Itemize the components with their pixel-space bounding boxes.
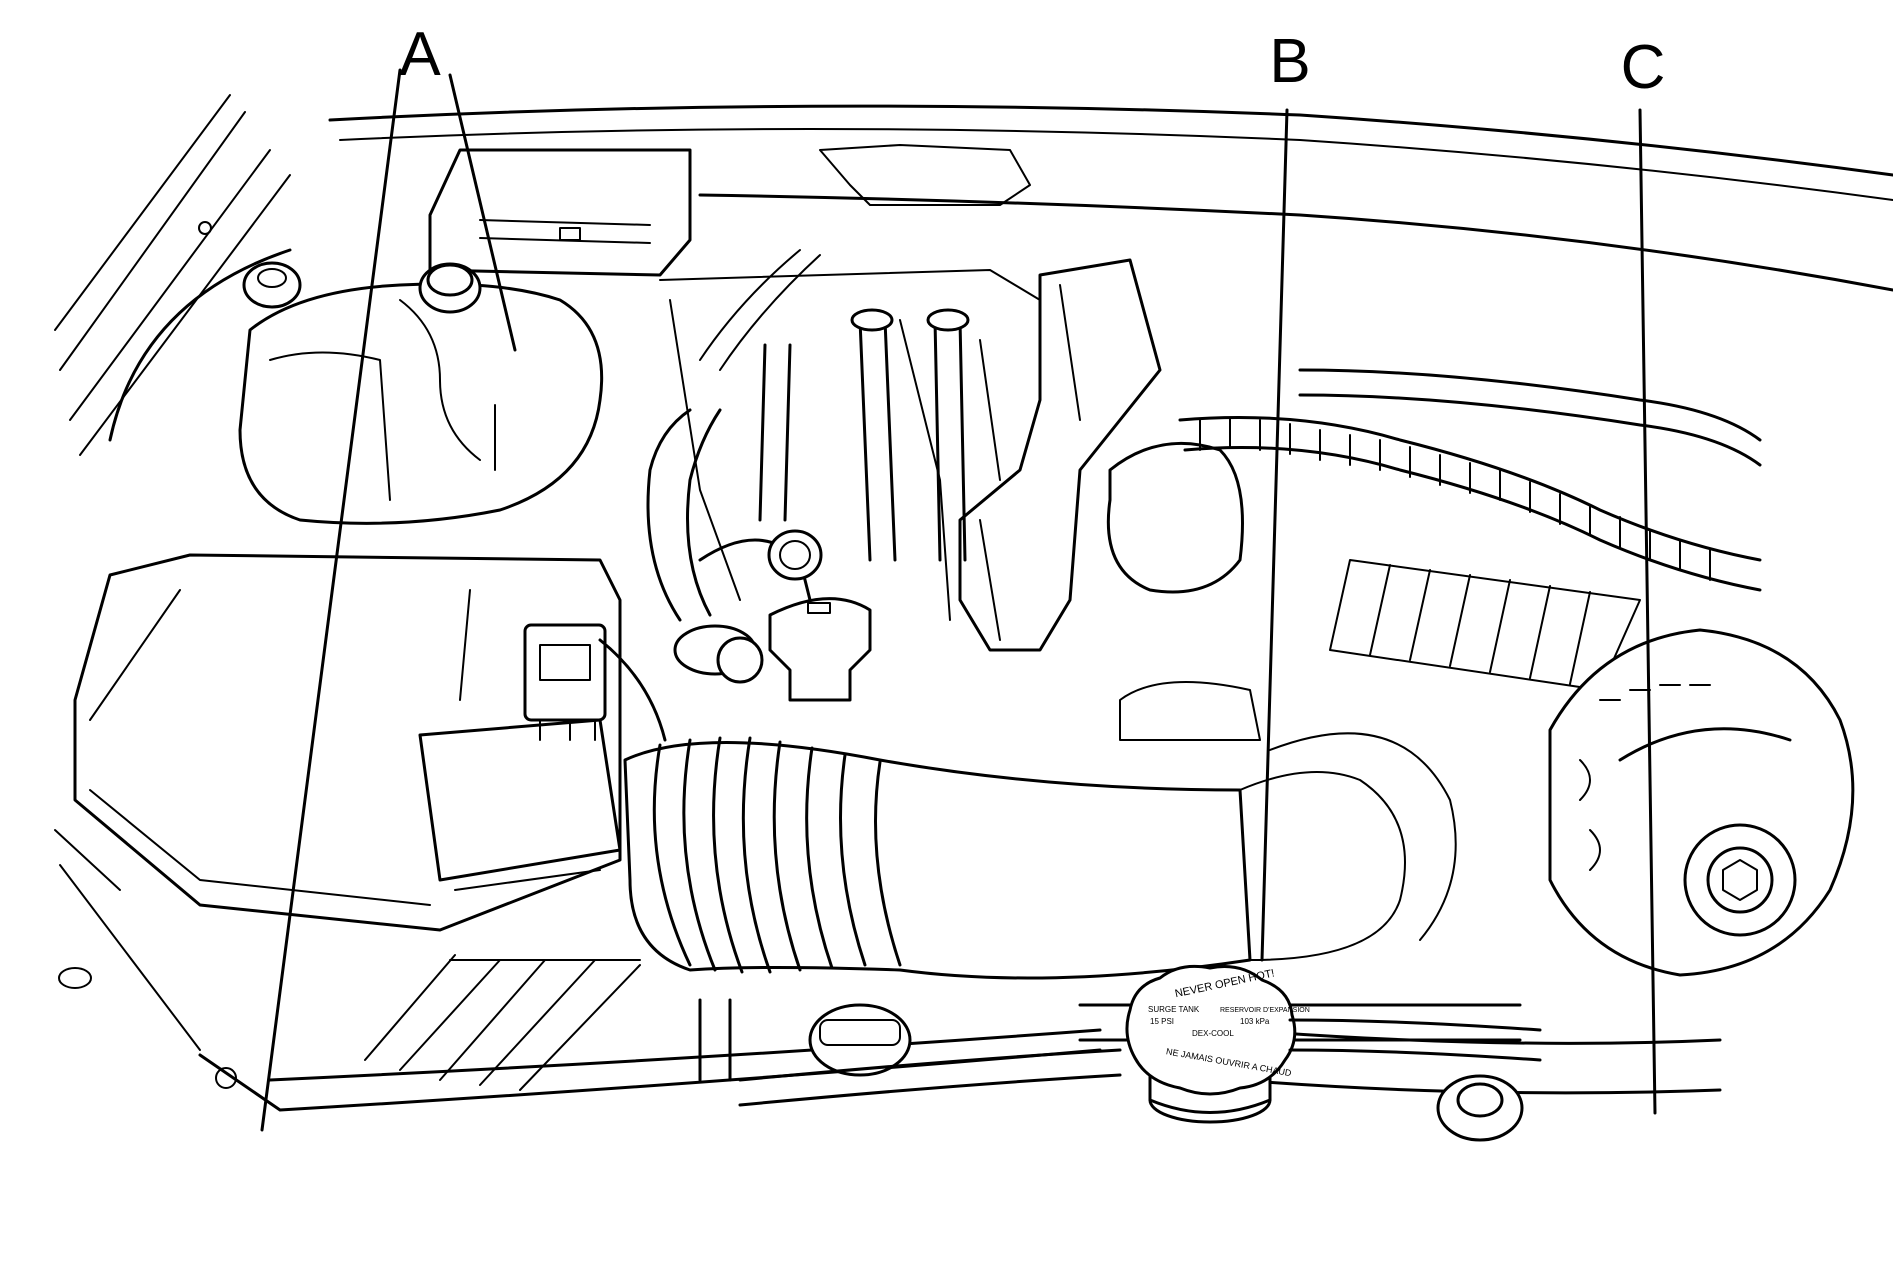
radiator-pressure-cap: NEVER OPEN HOT! SURGE TANK 15 PSI RESERV…: [1125, 964, 1310, 1124]
leader-a-right: [448, 73, 517, 352]
leader-c: [1638, 108, 1657, 1115]
intake-mesh: [1329, 559, 1641, 691]
coolant-surge-tank: [238, 261, 604, 525]
intake-manifold: [958, 258, 1261, 741]
air-cleaner-housing: [73, 553, 622, 932]
cowl-panel: [328, 104, 1893, 292]
cap-psi-text: 15 PSI: [1150, 1017, 1174, 1026]
hoses: [646, 249, 970, 622]
callout-a: A: [399, 20, 441, 89]
fuse-block: [428, 148, 692, 277]
air-intake-duct: [623, 732, 1457, 980]
cap-code-text: DEX-COOL: [1192, 1029, 1234, 1038]
lower-hose-clamp: [698, 998, 912, 1082]
cap-surge-tank-text: SURGE TANK: [1148, 1005, 1200, 1014]
wiring-harness: [1178, 368, 1762, 592]
pcv-tube: [673, 624, 764, 684]
cap-kpa-text: 103 kPa: [1240, 1017, 1270, 1026]
leader-b: [1260, 108, 1289, 962]
leader-a-left: [260, 68, 402, 1132]
callout-b: B: [1269, 27, 1310, 96]
maf-connector: [523, 623, 667, 742]
oil-filler-cap: [767, 529, 872, 702]
callout-c: C: [1621, 33, 1666, 102]
leader-lines: [260, 68, 1657, 1132]
alternator: [1548, 628, 1855, 977]
grommet: [1436, 1074, 1524, 1142]
cap-reservoir-text: RESERVOIR D'EXPANSION: [1220, 1007, 1310, 1014]
lower-grille: [364, 954, 641, 1091]
left-fender-lines: [54, 94, 292, 456]
coolant-hose: [738, 1018, 1542, 1107]
